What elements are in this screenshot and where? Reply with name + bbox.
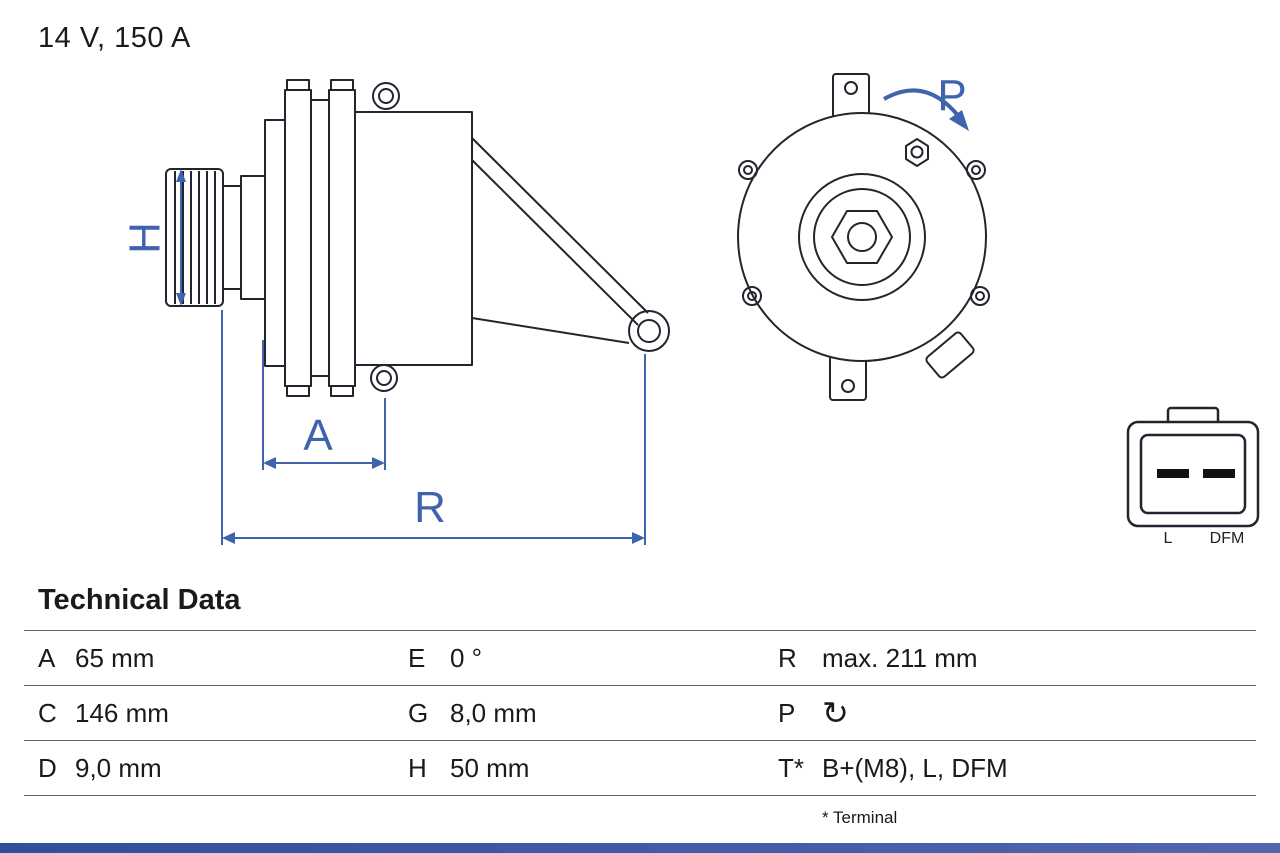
rotation-direction-icon: ↻	[822, 695, 849, 731]
voltage-current-rating: 14 V, 150 A	[38, 22, 191, 54]
table-row: A 65 mm E 0 ° R max. 211 mm	[24, 630, 1256, 685]
technical-drawing: H A R P L DFM	[121, 71, 1260, 547]
spec-key-r: R	[778, 642, 797, 673]
alternator-side-view	[165, 79, 670, 397]
spec-value-t: B+(M8), L, DFM	[822, 752, 1008, 783]
spec-key-e: E	[408, 642, 426, 673]
spec-value-h: 50 mm	[450, 752, 530, 783]
spec-key-c: C	[38, 697, 57, 728]
spec-key-g: G	[408, 697, 429, 728]
technical-data-table: A 65 mm E 0 ° R max. 211 mm C 146 mm G 8…	[24, 630, 1256, 796]
dimension-letters: H A R P	[121, 71, 967, 532]
alternator-front-view	[737, 73, 990, 401]
spec-value-c: 146 mm	[75, 697, 169, 728]
connector-pin-l	[1157, 469, 1189, 478]
table-row: C 146 mm G 8,0 mm P ↻	[24, 685, 1256, 740]
table-row: D 9,0 mm H 50 mm T* B+(M8), L, DFM	[24, 740, 1256, 795]
spec-key-h: H	[408, 752, 427, 783]
dimension-label-a: A	[303, 411, 333, 460]
terminal-footnote: * Terminal	[822, 808, 898, 827]
spec-value-r: max. 211 mm	[822, 642, 978, 673]
dimension-label-p: P	[937, 71, 966, 120]
spec-key-d: D	[38, 752, 57, 783]
connector-label-l: L	[1164, 530, 1173, 547]
technical-data-section: Technical Data A 65 mm E 0 ° R max. 211 …	[0, 584, 1280, 828]
hex-bolt-icon	[905, 138, 929, 167]
dimension-label-h: H	[121, 222, 170, 254]
spec-key-a: A	[38, 642, 56, 673]
spec-key-t: T*	[778, 752, 804, 783]
center-nut-hexagon	[831, 210, 893, 264]
spec-value-d: 9,0 mm	[75, 752, 162, 783]
connector-pin-dfm	[1203, 469, 1235, 478]
rotation-direction-arrow	[883, 88, 965, 124]
spec-value-e: 0 °	[450, 642, 483, 673]
connector-label-dfm: DFM	[1210, 530, 1245, 547]
spec-value-a: 65 mm	[75, 642, 155, 673]
connector-labels: L DFM	[1164, 530, 1245, 547]
spec-key-p: P	[778, 697, 796, 728]
spec-value-g: 8,0 mm	[450, 697, 537, 728]
technical-data-title: Technical Data	[38, 584, 241, 616]
dimension-annotations	[176, 88, 969, 545]
connector-diagram	[1126, 406, 1260, 528]
dimension-label-r: R	[414, 483, 446, 532]
brand-color-bar	[0, 843, 1280, 853]
